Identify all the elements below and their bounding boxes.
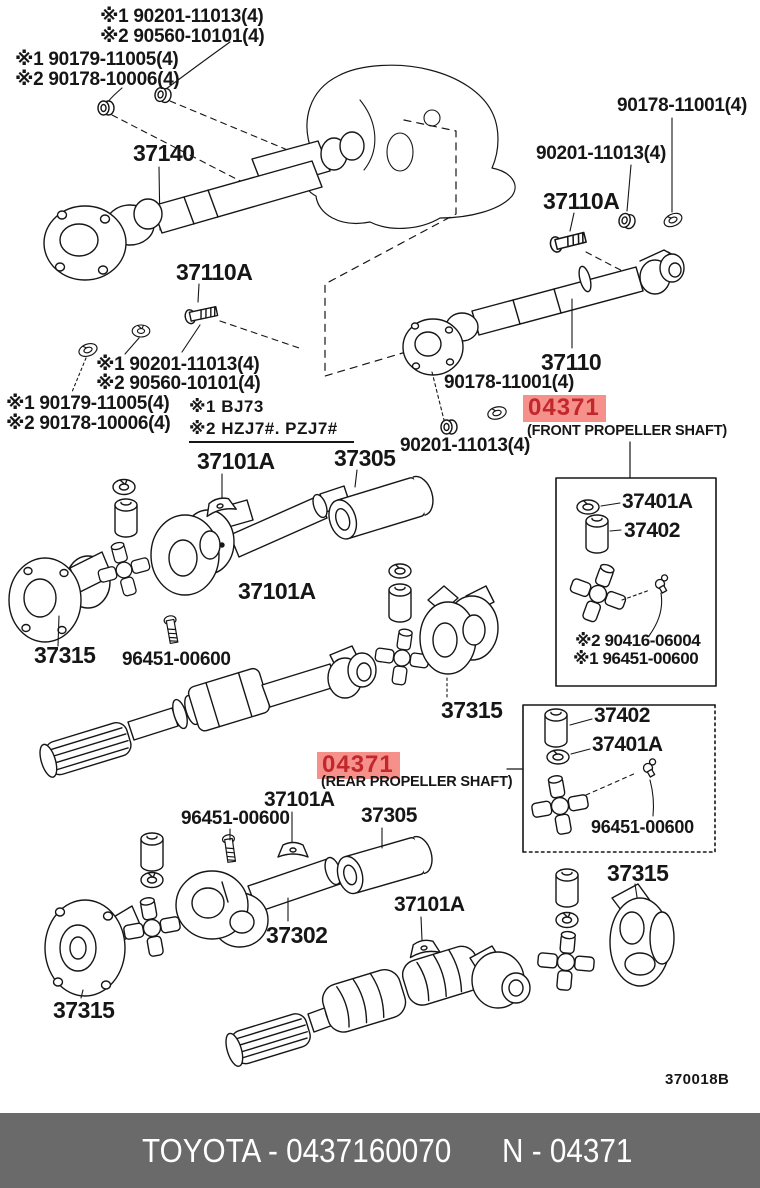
- label-37110a-left: 37110A: [176, 259, 253, 285]
- label-90201-11013-topright: 90201-11013(4): [536, 143, 666, 164]
- figure-code: N - 04371: [502, 1132, 633, 1169]
- label-37140: 37140: [133, 140, 195, 166]
- label-37302: 37302: [266, 922, 328, 948]
- flange-37315-bottom-left: [44, 899, 143, 997]
- diagram-ref-code: 370018B: [665, 1071, 730, 1088]
- rear-parts-box: [522, 704, 716, 853]
- flange-37315-left: [8, 551, 113, 643]
- label-90179-11005-mid: ※1 90179-11005(4): [6, 393, 170, 414]
- rear-shaft-front-half: [39, 645, 377, 778]
- front-shaft-37110: [402, 249, 685, 376]
- label-37101a-2: 37101A: [238, 578, 316, 604]
- footer-bar: TOYOTA - 0437160070 N - 04371: [0, 1113, 760, 1188]
- label-90560-10101-mid: ※2 90560-10101(4): [96, 373, 261, 394]
- label-note-hzj7-pzj7: ※2 HZJ7#. PZJ7#: [189, 420, 354, 443]
- label-37305-1: 37305: [334, 445, 396, 471]
- caption-front-propeller-shaft: (FRONT PROPELLER SHAFT): [527, 423, 728, 439]
- label-37101a-3: 37101A: [264, 788, 335, 811]
- label-37402-box2: 37402: [594, 704, 650, 727]
- label-37402-box1: 37402: [624, 519, 680, 542]
- front-shaft-37140: [43, 131, 365, 281]
- label-90201-11013-mid: ※1 90201-11013(4): [96, 354, 260, 375]
- bushing-37305-rear: [336, 835, 433, 895]
- label-37305-2: 37305: [361, 804, 417, 827]
- label-37401a-box1: 37401A: [622, 490, 693, 513]
- label-37110a-right: 37110A: [543, 188, 620, 214]
- label-37315-midleft: 37315: [34, 642, 96, 668]
- propeller-shaft-diagram-artwork: [8, 41, 717, 1067]
- label-37401a-box2: 37401A: [592, 733, 663, 756]
- label-90178-11001-mid: 90178-11001(4): [444, 372, 574, 393]
- transfer-case-outline: [302, 64, 516, 229]
- front-parts-box: [555, 477, 717, 687]
- label-96451-00600-bottomleft: 96451-00600: [181, 808, 290, 829]
- label-90560-10101-top: ※2 90560-10101(4): [100, 26, 265, 47]
- sleeve-yoke-37302: [175, 856, 342, 948]
- label-96451-00600-box1: ※1 96451-00600: [573, 649, 699, 668]
- label-37101a-4: 37101A: [394, 893, 465, 916]
- label-90178-11001-topright: 90178-11001(4): [617, 95, 747, 116]
- label-37101a-1: 37101A: [197, 448, 275, 474]
- label-90416-06004-box1: ※2 90416-06004: [575, 631, 701, 650]
- label-90178-10006-mid: ※2 90178-10006(4): [6, 413, 171, 434]
- label-90201-11013-mid2: 90201-11013(4): [400, 435, 530, 456]
- yoke-37315-bottom-right: [609, 883, 675, 987]
- label-37315-bottomleft: 37315: [53, 997, 115, 1023]
- yoke-37315-mid: [419, 585, 499, 675]
- bushing-37305-front: [328, 475, 434, 540]
- assembly-code-rear-highlight: 04371: [317, 752, 400, 780]
- label-96451-00600-midleft: 96451-00600: [122, 649, 231, 670]
- rear-shaft-rear-half: [225, 945, 531, 1067]
- caption-rear-propeller-shaft: (REAR PROPELLER SHAFT): [321, 774, 513, 790]
- label-90178-10006-top: ※2 90178-10006(4): [15, 69, 180, 90]
- label-37315-mid: 37315: [441, 697, 503, 723]
- label-90179-11005-top: ※1 90179-11005(4): [15, 49, 179, 70]
- catalog-code: TOYOTA - 0437160070: [142, 1132, 452, 1169]
- label-note-bj73: ※1 BJ73: [189, 397, 264, 416]
- label-90201-11013-top: ※1 90201-11013(4): [100, 6, 264, 27]
- label-96451-00600-box2: 96451-00600: [591, 817, 694, 837]
- label-37110: 37110: [541, 349, 602, 375]
- label-37315-bottomright: 37315: [607, 860, 669, 886]
- assembly-code-front-highlight: 04371: [523, 395, 606, 423]
